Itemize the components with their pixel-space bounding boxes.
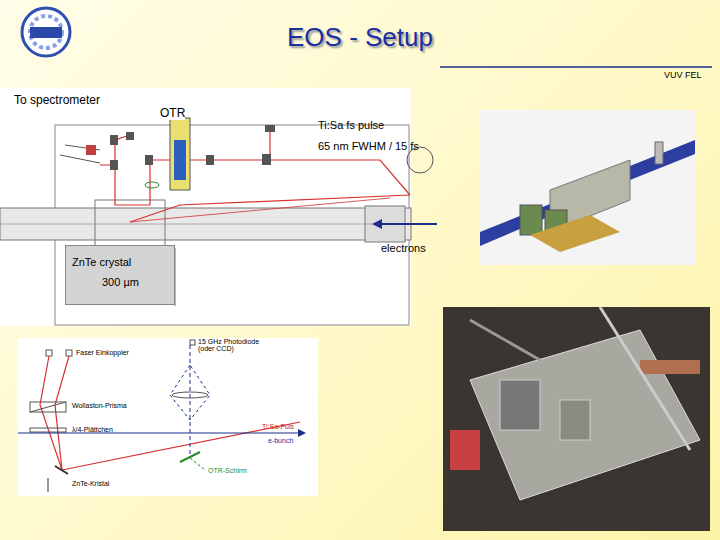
label: 15 GHz Photodiode (oder CCD) — [198, 338, 276, 352]
node-text: ZnTe crystal — [72, 256, 168, 268]
label: OTR-Schirm — [208, 467, 247, 474]
crystal-box: ZnTe crystal 300 µm — [65, 245, 175, 305]
setup-drawing — [0, 88, 437, 326]
slide-title: EOS - Setup — [0, 22, 720, 53]
label: ZnTe-Kristal — [72, 480, 109, 487]
label: Ti:Sa fs pulse — [318, 119, 384, 131]
schematic — [18, 338, 318, 496]
label: To spectrometer — [14, 93, 100, 107]
title-rule — [440, 66, 712, 68]
label: Faser Einkoppler — [76, 349, 129, 356]
label: electrons — [381, 242, 426, 254]
node-text: 300 µm — [102, 276, 168, 288]
label: 65 nm FWHM / 15 fs — [318, 140, 419, 152]
label: e-bunch — [268, 437, 293, 444]
logo — [22, 8, 70, 56]
label: λ/4-Plättchen — [72, 426, 113, 433]
label: Ti:Sa-Puls — [262, 423, 294, 430]
label: VUV FEL — [664, 70, 702, 80]
label: Wollaston-Prisma — [72, 402, 127, 409]
label: OTR — [160, 106, 185, 120]
render-image — [480, 110, 695, 265]
lab-photo — [443, 307, 710, 531]
